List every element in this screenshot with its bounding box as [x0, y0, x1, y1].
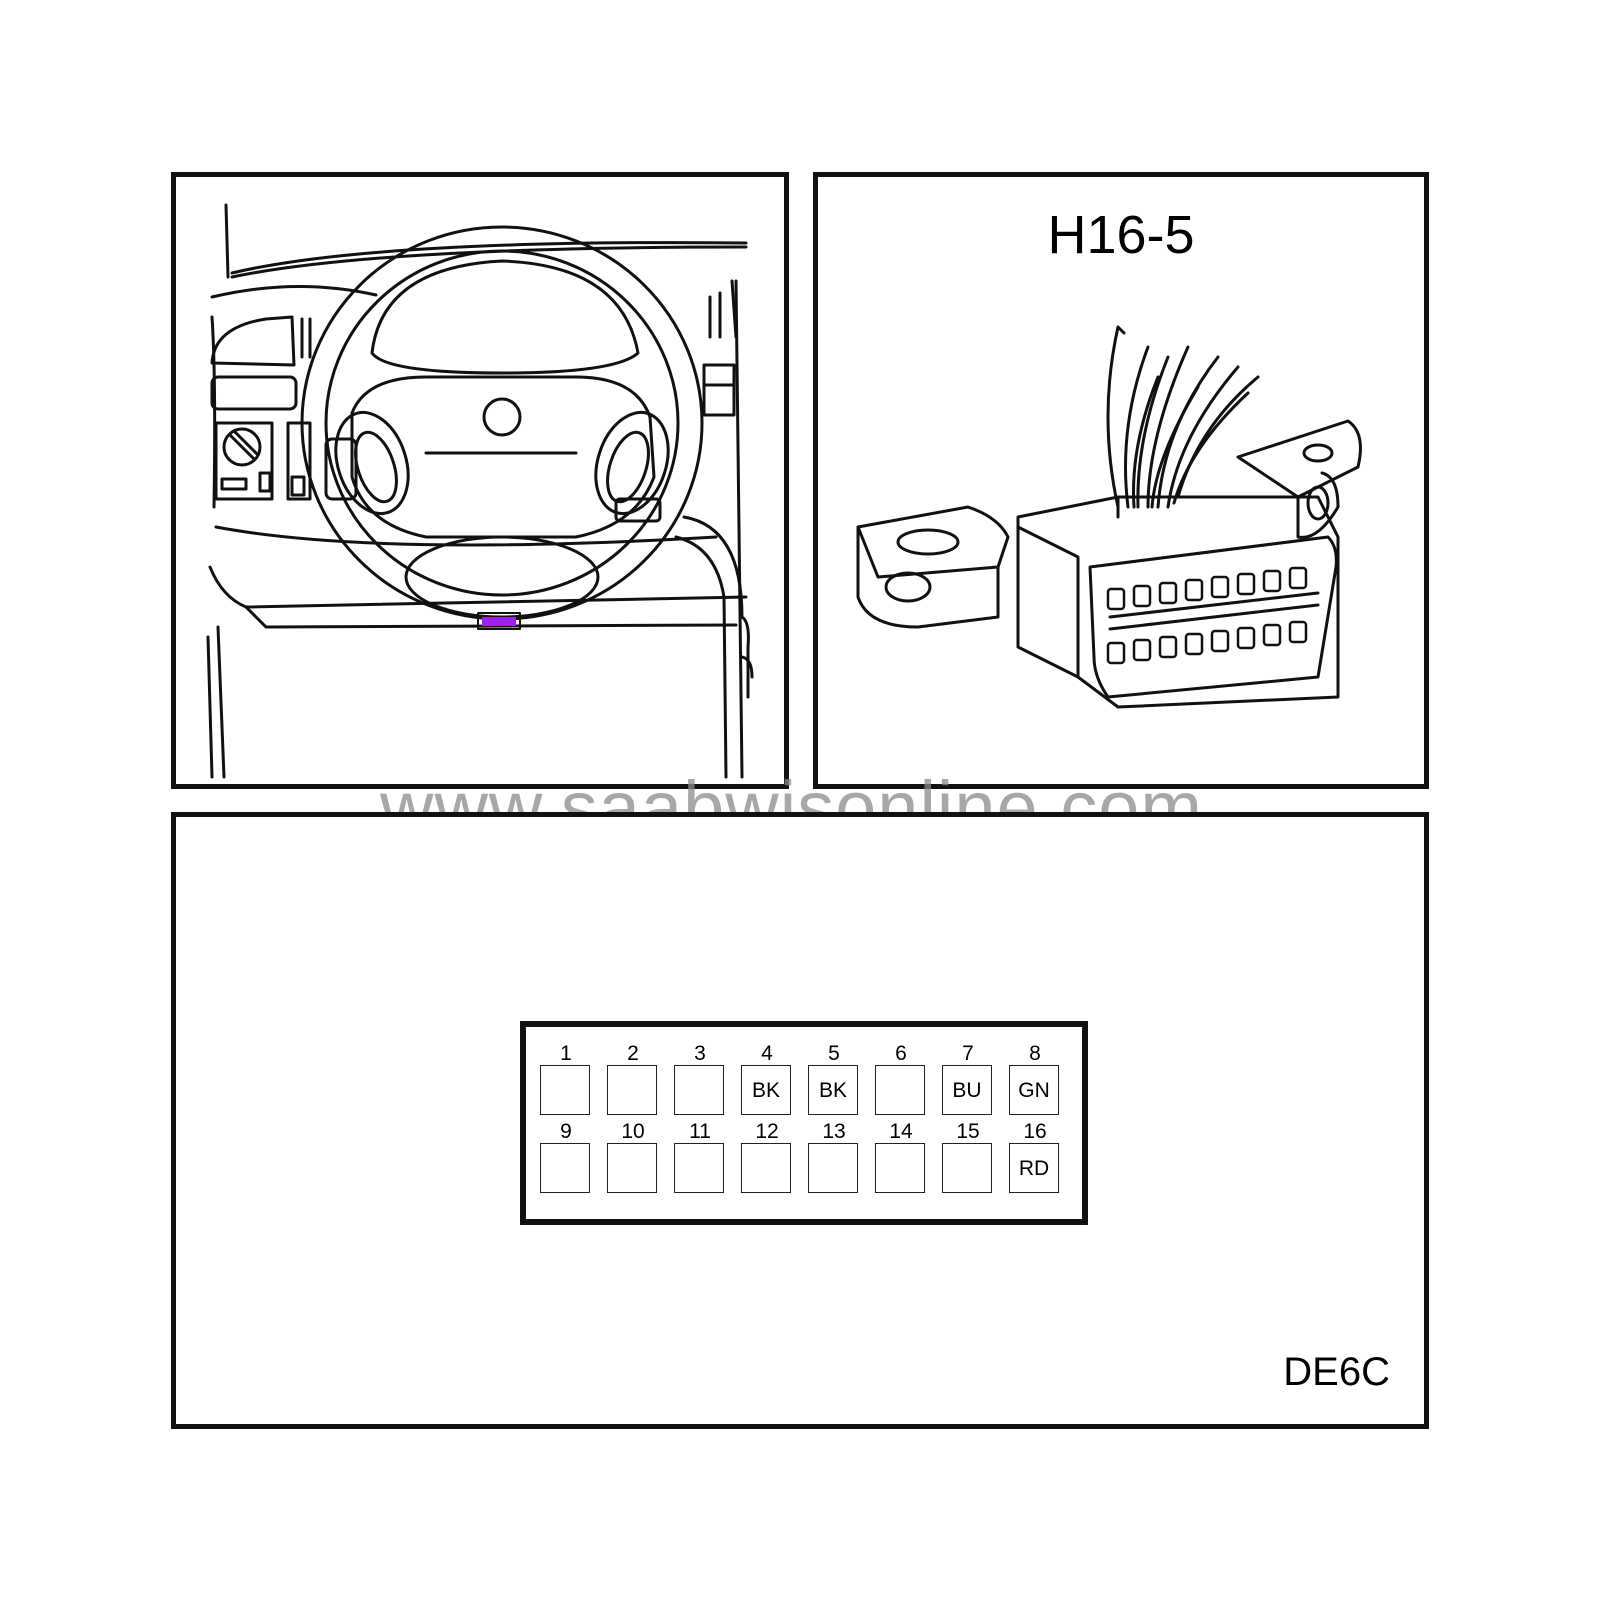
dashboard-illustration [206, 203, 754, 779]
pin-14: 14 [875, 1121, 927, 1193]
pin-1: 1 [540, 1043, 592, 1115]
pin-wire-color [875, 1065, 925, 1115]
pin-number: 2 [627, 1042, 639, 1065]
connector-panel: H16-5 [813, 172, 1429, 789]
pin-9: 9 [540, 1121, 592, 1193]
pin-wire-color: GN [1009, 1065, 1059, 1115]
pin-number: 14 [889, 1120, 913, 1143]
pin-number: 5 [828, 1042, 840, 1065]
pin-number: 12 [755, 1120, 779, 1143]
pin-wire-color [674, 1065, 724, 1115]
pin-13: 13 [808, 1121, 860, 1193]
pin-number: 11 [689, 1120, 711, 1143]
connector-title: H16-5 [1047, 205, 1195, 265]
pin-wire-color [808, 1143, 858, 1193]
pin-wire-color: BU [942, 1065, 992, 1115]
pin-number: 9 [560, 1120, 572, 1143]
pin-wire-color [540, 1143, 590, 1193]
figure-code: DE6C [1283, 1350, 1390, 1394]
pin-number: 3 [694, 1042, 706, 1065]
pin-wire-color [540, 1065, 590, 1115]
connector-cavities-upper [1106, 566, 1308, 611]
pin-15: 15 [942, 1121, 994, 1193]
pin-number: 1 [560, 1042, 572, 1065]
pin-number: 7 [962, 1042, 974, 1065]
pin-3: 3 [674, 1043, 726, 1115]
pin-wire-color: BK [741, 1065, 791, 1115]
pin-number: 8 [1029, 1042, 1041, 1065]
pin-2: 2 [607, 1043, 659, 1115]
obd-connector-illustration [856, 325, 1362, 709]
pin-wire-color [741, 1143, 791, 1193]
pin-wire-color [607, 1143, 657, 1193]
location-panel [171, 172, 789, 789]
connector-cavities-lower [1106, 620, 1308, 665]
pin-number: 6 [895, 1042, 907, 1065]
pin-wire-color [942, 1143, 992, 1193]
pin-12: 12 [741, 1121, 793, 1193]
pin-10: 10 [607, 1121, 659, 1193]
pin-6: 6 [875, 1043, 927, 1115]
pin-number: 15 [956, 1120, 980, 1143]
pin-number: 4 [761, 1042, 773, 1065]
pin-wire-color: RD [1009, 1143, 1059, 1193]
pin-wire-color [875, 1143, 925, 1193]
pin-11: 11 [674, 1121, 726, 1193]
pin-number: 13 [822, 1120, 846, 1143]
pin-wire-color [674, 1143, 724, 1193]
pin-number: 10 [621, 1120, 645, 1143]
connector-location-marker [482, 617, 516, 626]
pin-wire-color: BK [808, 1065, 858, 1115]
pin-wire-color [607, 1065, 657, 1115]
pin-number: 16 [1023, 1120, 1047, 1143]
